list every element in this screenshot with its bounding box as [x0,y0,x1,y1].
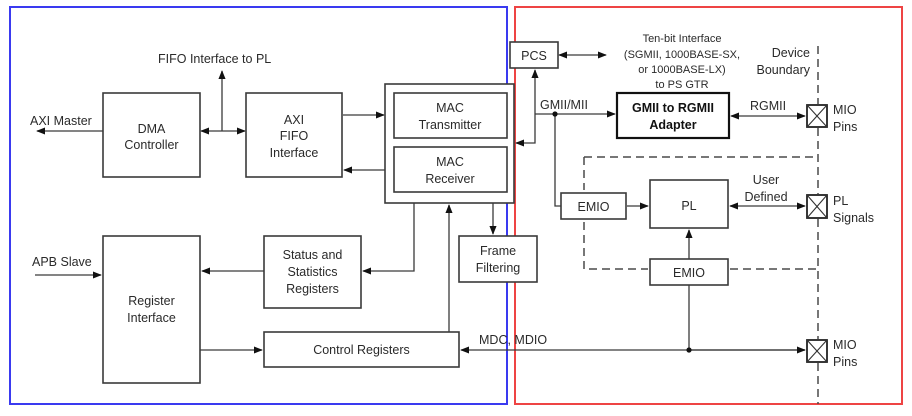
adapter-label-line1: GMII to RGMII [632,101,714,115]
pl-region-outline [514,6,903,405]
mac-receiver-block: MAC Receiver [393,146,508,193]
dma-label-line2: Controller [124,138,178,152]
frame-filtering-label-line1: Frame [480,244,516,258]
control-registers-label: Control Registers [313,343,410,357]
mio-bottom-label-line1: MIO [833,338,857,352]
pl-signals-label-line2: Signals [833,211,874,225]
mac-block: MAC Transmitter MAC Receiver [384,83,515,204]
reginterface-label-line1: Register [128,294,175,308]
user-defined-label-line2: Defined [744,190,787,204]
ten-bit-label-line3: or 1000BASE-LX) [638,64,725,76]
emio-left-block: EMIO [560,192,627,220]
axi-fifo-label-line1: AXI [284,113,304,127]
pl-signals-pin [806,194,828,219]
pl-block: PL [649,179,729,229]
mac-tx-label-line2: Transmitter [419,118,482,132]
user-defined-label-line1: User [753,173,779,187]
pl-dashed-boundary [583,156,817,270]
status-label-line2: Statistics [287,265,337,279]
emio-left-label: EMIO [578,200,610,214]
frame-filtering-label-line2: Filtering [476,261,521,275]
axi-fifo-label-line3: Interface [270,146,319,160]
ten-bit-label-line4: to PS GTR [655,79,708,91]
axi-master-label: AXI Master [30,114,92,128]
mac-rx-label-line2: Receiver [425,172,474,186]
gmii-junction-dot [552,111,558,117]
mio-pins-bottom [806,339,828,363]
mio-top-label-line1: MIO [833,103,857,117]
register-interface-block: Register Interface [102,235,201,384]
gmii-mii-label: GMII/MII [540,98,588,112]
ten-bit-label-line1: Ten-bit Interface [643,33,722,45]
mac-tx-label-line1: MAC [436,101,464,115]
emio-bottom-block: EMIO [649,258,729,286]
emio-bottom-label: EMIO [673,266,705,280]
apb-slave-label: APB Slave [32,255,92,269]
pcs-label: PCS [521,49,547,63]
mdio-junction-dot [686,347,692,353]
mac-to-status-arrow [362,203,415,275]
axi-fifo-label-line2: FIFO [280,129,309,143]
pl-signals-label-line1: PL [833,194,848,208]
gmii-to-emio-wire [554,114,561,207]
device-boundary-label-line1: Device [772,46,810,60]
axi-fifo-interface-block: AXI FIFO Interface [245,92,343,178]
reginterface-label-line2: Interface [127,311,176,325]
pcs-mac-link [515,69,539,147]
device-boundary-label-line2: Boundary [756,63,810,77]
ten-bit-label-line2: (SGMII, 1000BASE-SX, [624,49,740,61]
pcs-block: PCS [509,41,559,69]
dma-controller-block: DMA Controller [102,92,201,178]
adapter-label-line2: Adapter [649,118,696,132]
mio-bottom-label-line2: Pins [833,355,857,369]
status-statistics-registers-block: Status and Statistics Registers [263,235,362,309]
frame-filtering-block: Frame Filtering [458,235,538,283]
dma-label-line1: DMA [138,122,166,136]
mdc-mdio-label: MDC, MDIO [479,333,547,347]
ps-region-outline [9,6,508,405]
mio-top-label-line2: Pins [833,120,857,134]
pl-label: PL [681,199,696,213]
control-registers-block: Control Registers [263,331,460,368]
mio-pins-top [806,104,828,128]
fifo-interface-to-pl-label: FIFO Interface to PL [158,52,271,66]
mac-rx-label-line1: MAC [436,155,464,169]
rgmii-label: RGMII [750,99,786,113]
mac-transmitter-block: MAC Transmitter [393,92,508,139]
status-label-line1: Status and [283,248,343,262]
status-label-line3: Registers [286,282,339,296]
gmii-rgmii-adapter-block: GMII to RGMII Adapter [615,91,731,140]
